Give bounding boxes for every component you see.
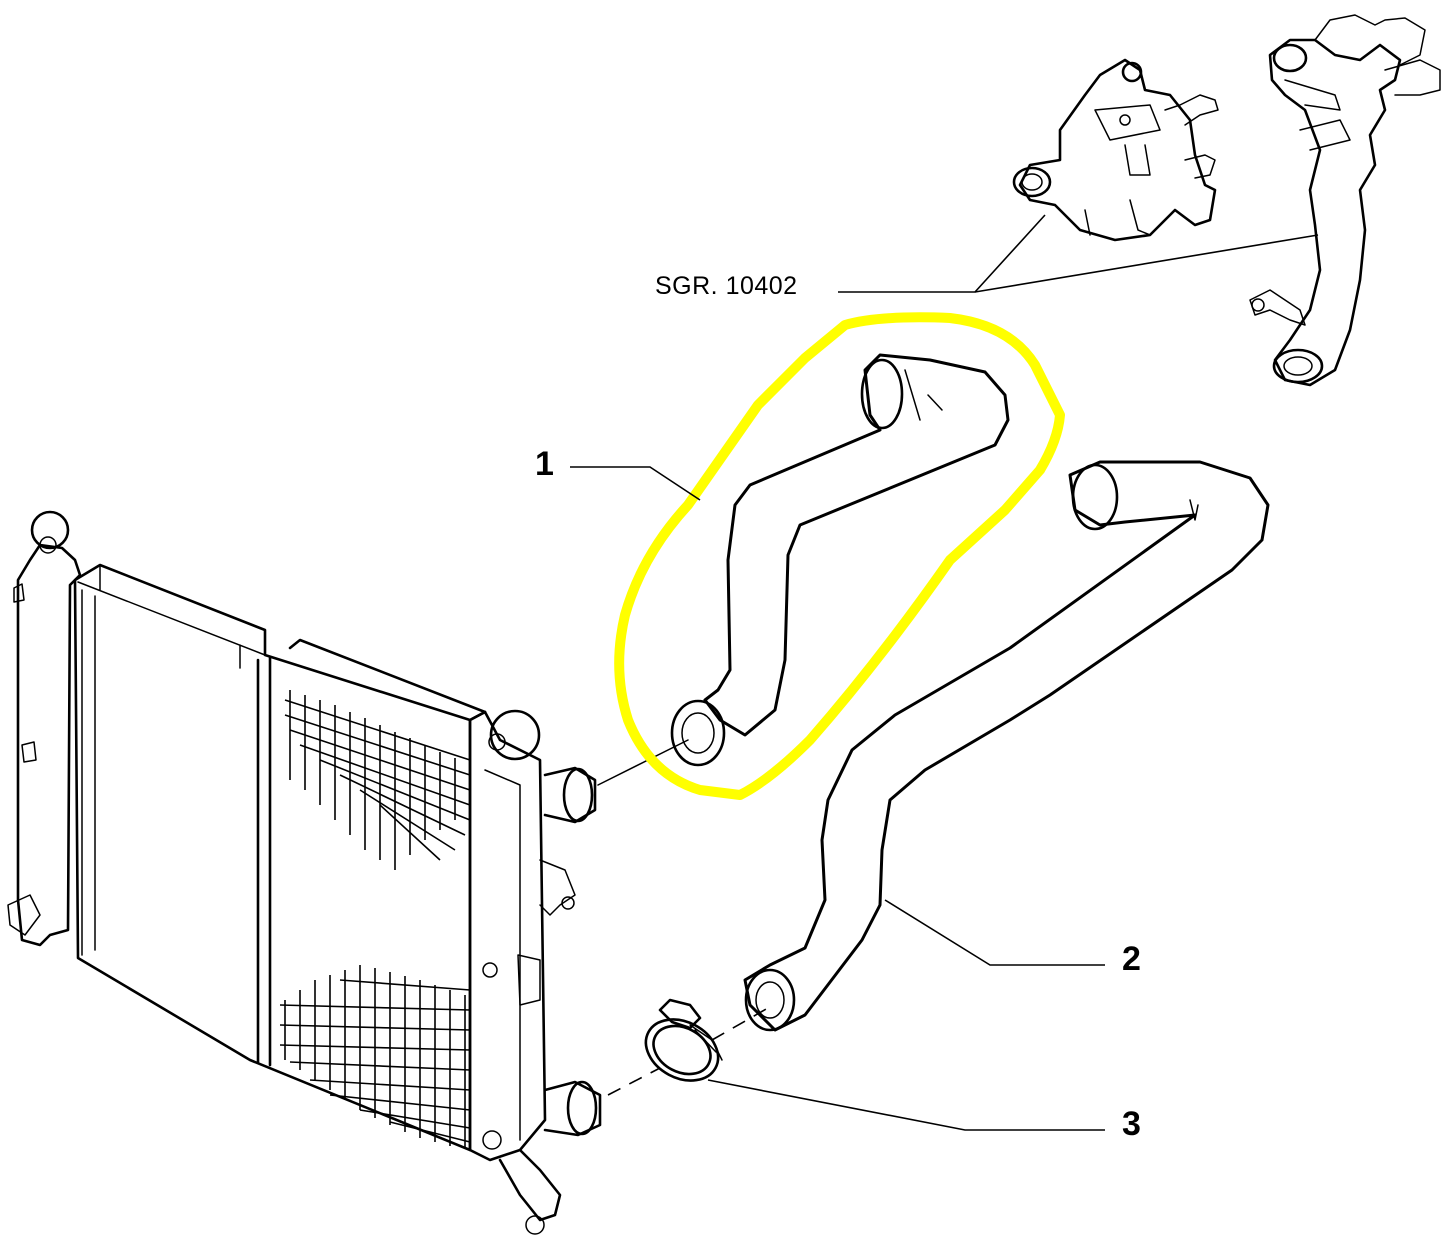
hose-part-2[interactable] [743,460,1270,1032]
part-1-highlight-outline [614,312,1065,800]
hose-clamp-part-3[interactable] [635,998,728,1093]
thermostat-housing [1012,58,1219,242]
radiator [7,510,602,1235]
radiator-core-mesh-upper [284,690,471,870]
callout-3: 3 [1122,1105,1141,1143]
callout-2: 2 [1122,940,1141,978]
coolant-pipe-assembly [1249,14,1441,387]
assembly-guide-lines [597,739,769,1096]
reference-group-label: SGR. 10402 [655,272,798,300]
radiator-core-mesh-lower [279,965,471,1148]
callout-1: 1 [535,445,554,483]
hose-part-1[interactable] [670,353,1010,767]
leader-lines [570,214,1319,1131]
